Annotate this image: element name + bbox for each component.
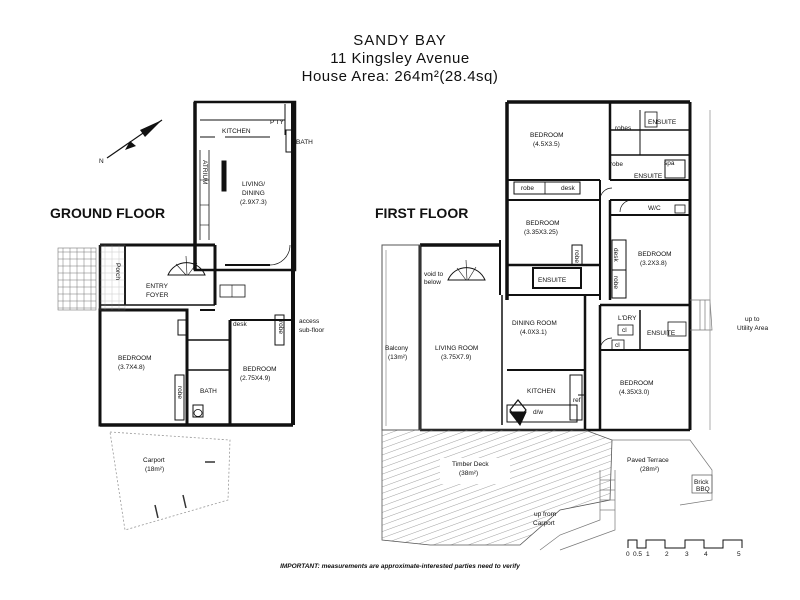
timber-deck <box>381 429 613 546</box>
room-bedroom-g1: BEDROOM <box>118 355 152 362</box>
room-ensuite-f1: ENSUITE <box>648 119 677 126</box>
porch-tiles <box>57 247 97 311</box>
room-dining-dim: (4.0X3.1) <box>520 329 547 336</box>
label-dishwasher: d/w <box>533 409 543 416</box>
plan-address: 11 Kingsley Avenue <box>330 50 470 67</box>
label-ref: ref <box>573 397 581 404</box>
label-cl-1: cl <box>622 327 627 334</box>
scale-tick-2: 2 <box>665 551 669 558</box>
label-desk-f2: desk <box>612 248 619 262</box>
label-robe-f4: robe <box>612 276 619 289</box>
label-up-from: up from <box>534 511 556 518</box>
room-ensuite-f3: ENSUITE <box>538 277 567 284</box>
outdoor-paths <box>539 299 713 551</box>
label-robe-f1: robe <box>610 161 623 168</box>
label-spa: spa <box>664 160 675 167</box>
label-paved-terrace: Paved Terrace <box>627 457 669 464</box>
first-floor-plan <box>381 100 692 432</box>
label-robe-ground-2: robe <box>176 386 183 399</box>
room-bedroom-g2: BEDROOM <box>243 366 277 373</box>
room-living-dim: (3.75X7.9) <box>441 354 471 361</box>
label-cl-2: cl <box>615 342 620 349</box>
carport-posts <box>154 461 215 519</box>
room-ensuite-f2: ENSUITE <box>634 173 663 180</box>
label-timber-area: (38m²) <box>459 470 478 477</box>
plan-area: House Area: 264m²(28.4sq) <box>301 68 499 85</box>
label-balcony: Balcony <box>385 345 409 352</box>
label-robe-ground: robe <box>277 321 284 334</box>
label-robe-f3: robe <box>573 250 580 263</box>
label-subfloor: sub-floor <box>299 327 325 334</box>
scale-tick-05: 0.5 <box>633 551 642 558</box>
scale-tick-0: 0 <box>626 551 630 558</box>
label-bbq: BBQ <box>696 486 710 493</box>
label-up-from-carport: Carport <box>533 520 555 527</box>
room-bedroom-g2-dim: (2.75X4.9) <box>240 375 270 382</box>
room-atrium: ATRIUM <box>201 160 208 184</box>
scale-tick-3: 3 <box>685 551 689 558</box>
scale-tick-4: 4 <box>704 551 708 558</box>
ground-floor-labels: KITCHEN P'TY BATH ATRIUM LIVING/ DINING … <box>114 119 325 473</box>
ground-floor-plan <box>98 100 297 427</box>
room-bedroom-f2-dim: (3.35X3.25) <box>524 229 558 236</box>
room-entry: ENTRY <box>146 283 169 290</box>
room-porch: Porch <box>114 263 121 280</box>
room-dining: DINING ROOM <box>512 320 557 327</box>
room-bedroom-f4-dim: (4.35X3.0) <box>619 389 649 396</box>
room-bedroom-f4: BEDROOM <box>620 380 654 387</box>
room-living-dining-1: LIVING/ <box>242 181 265 188</box>
compass-n: N <box>99 158 104 165</box>
room-wc: W/C <box>648 205 661 212</box>
room-kitchen-first: KITCHEN <box>527 388 556 395</box>
room-living: LIVING ROOM <box>435 345 478 352</box>
scale-tick-5: 5 <box>737 551 741 558</box>
first-floor-labels: BEDROOM (4.5X3.5) robes ENSUITE robe spa… <box>385 119 768 527</box>
room-kitchen-ground: KITCHEN <box>222 128 251 135</box>
label-timber-deck: Timber Deck <box>452 461 489 468</box>
room-bath-upper: BATH <box>296 139 313 146</box>
room-pantry: P'TY <box>270 119 285 126</box>
label-robes-f: robes <box>615 125 632 132</box>
carport-outline <box>109 431 231 531</box>
room-bath-ground: BATH <box>200 388 217 395</box>
label-robe-f2: robe <box>521 185 534 192</box>
label-desk-f: desk <box>561 185 575 192</box>
label-paved-area: (28m²) <box>640 466 659 473</box>
label-utility-area: Utility Area <box>737 325 768 332</box>
disclaimer-note: IMPORTANT: measurements are approximate-… <box>280 563 520 570</box>
label-up-to: up to <box>745 316 760 323</box>
label-brick: Brick <box>694 479 709 486</box>
room-laundry: L'DRY <box>618 315 637 322</box>
room-bedroom-f3: BEDROOM <box>638 251 672 258</box>
label-access: access <box>299 318 320 325</box>
compass-icon: N <box>99 119 163 165</box>
room-bedroom-f2: BEDROOM <box>526 220 560 227</box>
room-bedroom-f1: BEDROOM <box>530 132 564 139</box>
room-foyer: FOYER <box>146 292 169 299</box>
room-bedroom-g1-dim: (3.7X4.8) <box>118 364 145 371</box>
label-desk-ground: desk <box>233 321 247 328</box>
room-bedroom-f1-dim: (4.5X3.5) <box>533 141 560 148</box>
label-void: void to <box>424 271 444 278</box>
room-living-dining-2: DINING <box>242 190 265 197</box>
scale-tick-1: 1 <box>646 551 650 558</box>
plan-title: SANDY BAY <box>353 32 447 49</box>
room-bedroom-f3-dim: (3.2X3.8) <box>640 260 667 267</box>
label-carport-area: (18m²) <box>145 466 164 473</box>
room-ensuite-f4: ENSUITE <box>647 330 676 337</box>
scale-bar: 0 0.5 1 2 3 4 5 <box>626 539 743 558</box>
label-carport: Carport <box>143 457 165 464</box>
ground-floor-label: GROUND FLOOR <box>50 205 166 221</box>
first-floor-label: FIRST FLOOR <box>375 205 469 221</box>
room-living-dining-3: (2.9X7.3) <box>240 199 267 206</box>
label-void-2: below <box>424 279 441 286</box>
label-balcony-area: (13m²) <box>388 354 407 361</box>
